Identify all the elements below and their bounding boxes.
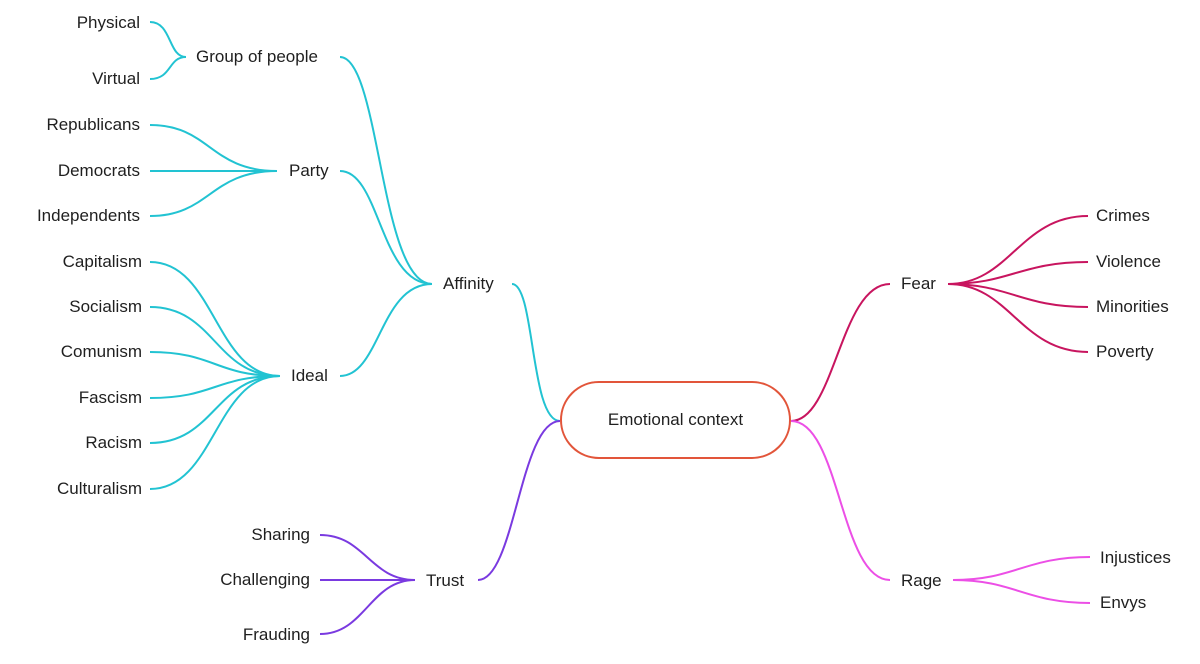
root-node-label: Emotional context (607, 410, 744, 429)
node-party[interactable]: Party (289, 161, 329, 180)
leaf-comunism[interactable]: Comunism (60, 342, 142, 361)
leaf-physical[interactable]: Physical (76, 13, 140, 32)
leaf-minorities[interactable]: Minorities (1096, 297, 1169, 316)
leaf-crimes[interactable]: Crimes (1096, 206, 1150, 225)
leaf-fascism[interactable]: Fascism (78, 388, 142, 407)
leaf-envys[interactable]: Envys (1100, 593, 1147, 612)
leaf-culturalism[interactable]: Culturalism (56, 479, 142, 498)
affinity-connectors (149, 21, 561, 490)
node-fear[interactable]: Fear (901, 274, 936, 293)
leaf-capitalism[interactable]: Capitalism (62, 252, 142, 271)
trust-connectors (319, 420, 561, 635)
node-affinity[interactable]: Affinity (443, 274, 494, 293)
leaf-republicans[interactable]: Republicans (46, 115, 140, 134)
leaf-violence[interactable]: Violence (1096, 252, 1161, 271)
node-trust[interactable]: Trust (426, 571, 465, 590)
leaf-sharing[interactable]: Sharing (251, 525, 310, 544)
node-rage[interactable]: Rage (901, 571, 942, 590)
fear-connectors (790, 215, 1089, 422)
rage-connectors (790, 420, 1091, 604)
leaf-racism[interactable]: Racism (85, 433, 142, 452)
leaf-independents[interactable]: Independents (36, 206, 140, 225)
leaf-poverty[interactable]: Poverty (1096, 342, 1154, 361)
leaf-frauding[interactable]: Frauding (242, 625, 310, 644)
root-node-emotional-context[interactable]: Emotional context (560, 381, 791, 459)
node-group-of-people[interactable]: Group of people (196, 47, 318, 66)
leaf-democrats[interactable]: Democrats (57, 161, 140, 180)
leaf-challenging[interactable]: Challenging (220, 570, 310, 589)
leaf-virtual[interactable]: Virtual (92, 69, 140, 88)
leaf-socialism[interactable]: Socialism (69, 297, 142, 316)
leaf-injustices[interactable]: Injustices (1100, 548, 1171, 567)
node-ideal[interactable]: Ideal (291, 366, 328, 385)
